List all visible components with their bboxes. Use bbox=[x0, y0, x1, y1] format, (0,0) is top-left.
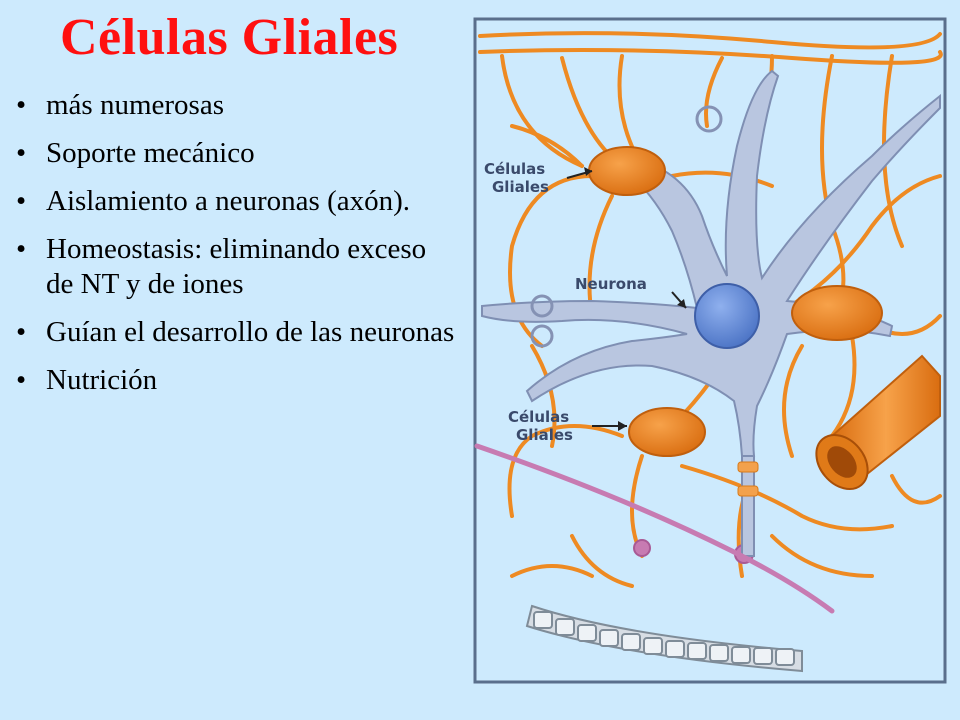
glial-cells-illustration: Células Gliales Neurona Células Gliales bbox=[472, 16, 948, 686]
label-glial-cells-top: Células bbox=[484, 160, 545, 178]
bullet-dot-icon: • bbox=[16, 316, 27, 348]
glial-cell-body bbox=[791, 285, 883, 341]
glial-cell-body bbox=[628, 407, 706, 457]
bullet-item: • Nutrición bbox=[12, 363, 457, 398]
arrow-head-icon bbox=[584, 167, 592, 176]
neuron-nucleus bbox=[694, 283, 760, 349]
bullet-list: • más numerosas • Soporte mecánico • Aislam… bbox=[12, 88, 457, 411]
bullet-item: • más numerosas bbox=[12, 88, 457, 123]
bullet-text: Guían el desarrollo de las neuronas bbox=[46, 316, 455, 348]
label-glial-cells-bottom: Células bbox=[508, 408, 569, 426]
myelin-sheath bbox=[737, 461, 759, 497]
bullet-item: • Soporte mecánico bbox=[12, 136, 457, 171]
bullet-text: Homeostasis: eliminando exceso de NT y d… bbox=[46, 233, 427, 300]
bullet-item: • Homeostasis: eliminando exceso de NT y … bbox=[12, 232, 457, 302]
axon-fiber bbox=[474, 443, 835, 614]
arrow-head-icon bbox=[677, 299, 686, 308]
bullet-text: Soporte mecánico bbox=[46, 137, 255, 169]
slide-title: Células Gliales bbox=[60, 9, 399, 66]
label-glial-cells-top-line2: Gliales bbox=[492, 178, 549, 196]
bullet-dot-icon: • bbox=[16, 233, 27, 265]
neuron-body bbox=[481, 69, 941, 557]
arrow-head-icon bbox=[618, 421, 627, 431]
myelinated-axon-cylinder bbox=[815, 354, 941, 490]
bullet-text: Aislamiento a neuronas (axón). bbox=[46, 185, 411, 217]
bullet-text: más numerosas bbox=[46, 89, 224, 121]
bullet-text: Nutrición bbox=[46, 364, 158, 396]
bullet-dot-icon: • bbox=[16, 364, 27, 396]
bullet-item: • Guían el desarrollo de las neuronas bbox=[12, 315, 457, 350]
glial-cell-body bbox=[588, 146, 666, 196]
blood-vessel-wall bbox=[525, 604, 803, 673]
bullet-dot-icon: • bbox=[16, 137, 27, 169]
label-neuron: Neurona bbox=[575, 275, 647, 293]
bullet-dot-icon: • bbox=[16, 89, 27, 121]
label-glial-cells-bottom-line2: Gliales bbox=[516, 426, 573, 444]
bullet-item: • Aislamiento a neuronas (axón). bbox=[12, 184, 457, 219]
bullet-dot-icon: • bbox=[16, 185, 27, 217]
terminal-loops bbox=[530, 105, 723, 348]
